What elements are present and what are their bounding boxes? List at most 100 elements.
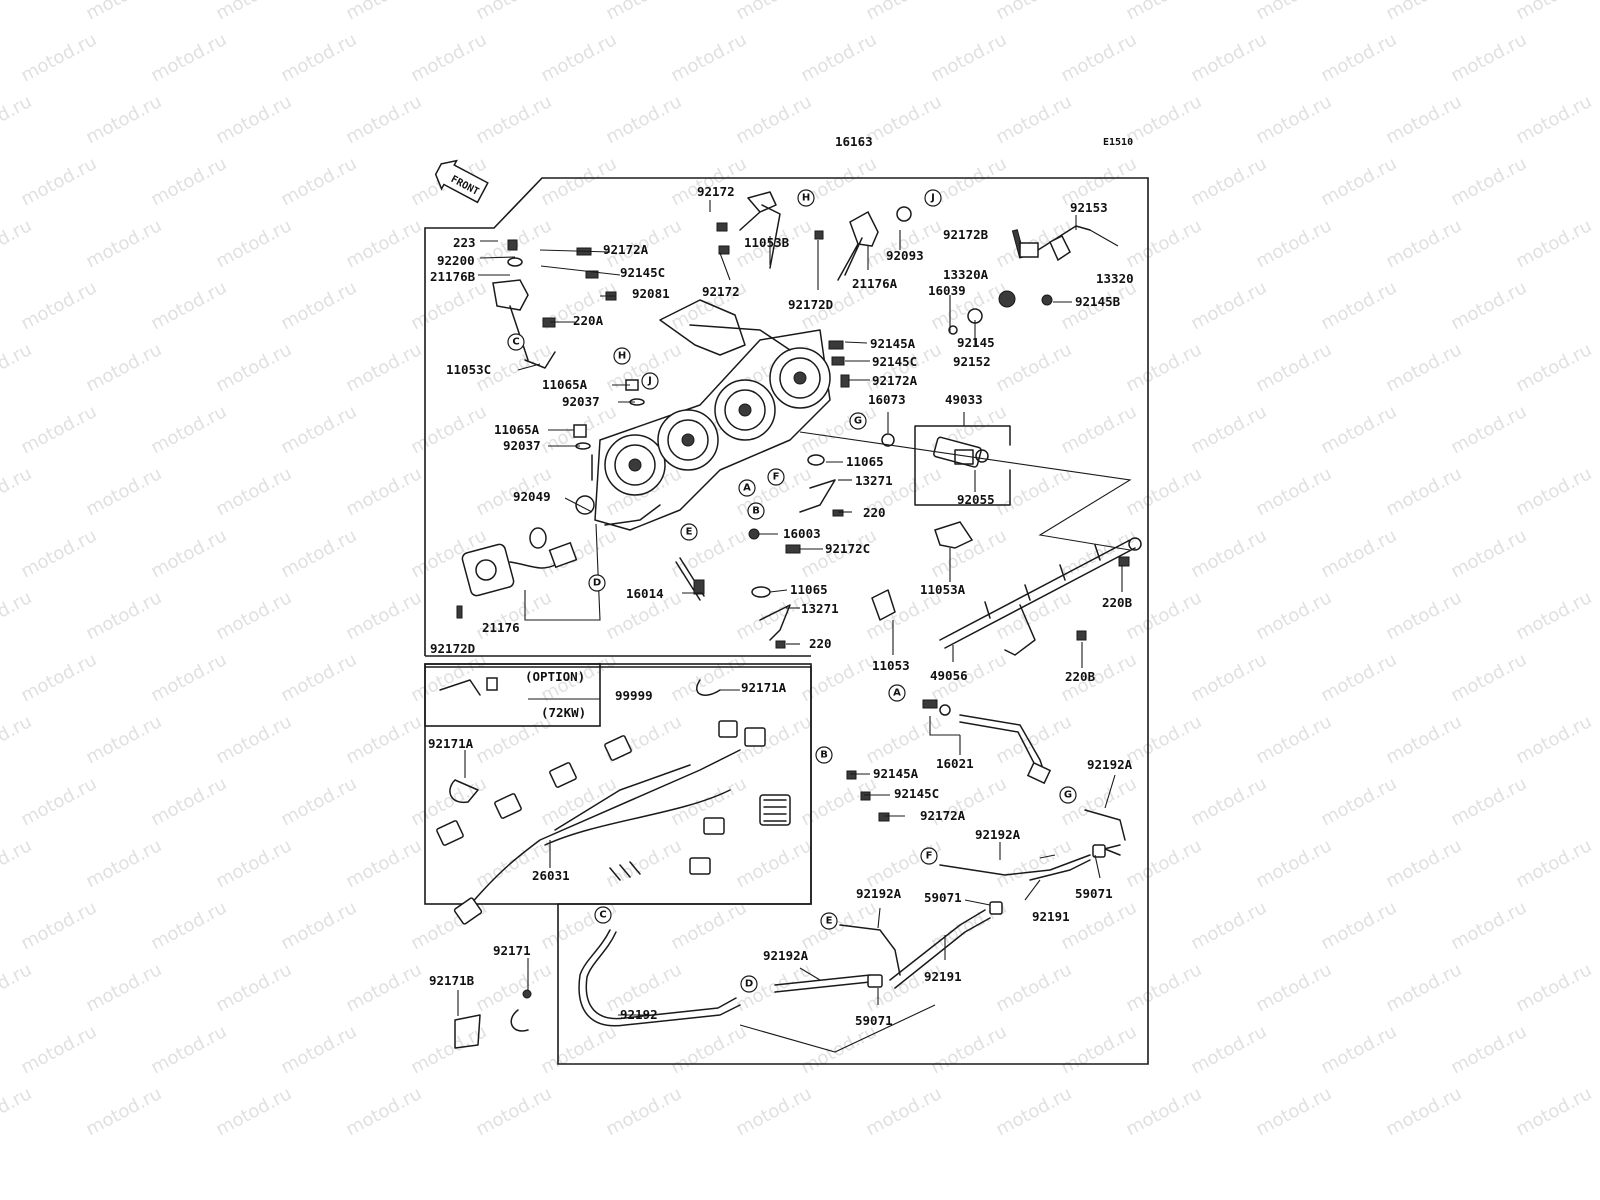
watermark-text: motod.ru	[667, 153, 750, 210]
svg-text:J: J	[930, 193, 935, 204]
watermark-text: motod.ru	[147, 277, 230, 334]
watermark-text: motod.ru	[0, 339, 35, 396]
part-label: 16073	[868, 392, 906, 407]
watermark-text: motod.ru	[342, 463, 425, 520]
watermark-text: motod.ru	[472, 587, 555, 644]
watermark-text: motod.ru	[992, 91, 1075, 148]
watermark-text: motod.ru	[82, 835, 165, 892]
watermark-text: motod.ru	[602, 0, 685, 24]
watermark-text: motod.ru	[277, 773, 360, 830]
watermark-text: motod.ru	[1252, 91, 1335, 148]
callout-g-bottom: G	[1059, 786, 1077, 804]
part-label: 92152	[953, 354, 991, 369]
watermark-text: motod.ru	[732, 91, 815, 148]
watermark-text: motod.ru	[1057, 1021, 1140, 1078]
watermark-text: motod.ru	[212, 0, 295, 24]
sensor-21176B	[492, 239, 556, 369]
watermark-text: motod.ru	[17, 1021, 100, 1078]
watermark-text: motod.ru	[0, 1083, 35, 1140]
watermark-text: motod.ru	[147, 29, 230, 86]
watermark-text: motod.ru	[1382, 711, 1465, 768]
svg-text:C: C	[512, 337, 519, 348]
front-arrow-icon: FRONT	[434, 159, 489, 204]
watermark-text: motod.ru	[797, 401, 880, 458]
watermark-text: motod.ru	[1252, 835, 1335, 892]
callout-g-top: G	[849, 412, 867, 430]
watermark-text: motod.ru	[1057, 897, 1140, 954]
watermark-text: motod.ru	[82, 711, 165, 768]
part-label: 92192A	[856, 886, 902, 901]
callout-c-top: C	[507, 333, 525, 351]
watermark-text: motod.ru	[342, 91, 425, 148]
part-label: 92172D	[430, 641, 475, 656]
watermark-text: motod.ru	[1447, 277, 1530, 334]
watermark-text: motod.ru	[1512, 0, 1595, 24]
watermark-text: motod.ru	[667, 897, 750, 954]
part-label: 92145	[957, 335, 995, 350]
main-frame	[424, 177, 1149, 1065]
watermark-text: motod.ru	[472, 0, 555, 24]
watermark-text: motod.ru	[1122, 215, 1205, 272]
part-label: 26031	[532, 868, 570, 883]
watermark-text: motod.ru	[342, 587, 425, 644]
part-label: 11053A	[920, 582, 966, 597]
watermark-text: motod.ru	[147, 153, 230, 210]
watermark-text: motod.ru	[1447, 153, 1530, 210]
part-label: 92172D	[788, 297, 833, 312]
watermark-text: motod.ru	[1382, 215, 1465, 272]
watermark-text: motod.ru	[1122, 0, 1205, 24]
watermark-text: motod.ru	[1382, 1083, 1465, 1140]
part-label: 92192A	[763, 948, 809, 963]
part-label: 220A	[573, 313, 604, 328]
watermark-text: motod.ru	[407, 277, 490, 334]
part-label: 11065	[846, 454, 884, 469]
callout-d-bottom: D	[740, 975, 758, 993]
diagram-code: E1510	[1103, 137, 1133, 148]
watermark-text: motod.ru	[277, 525, 360, 582]
watermark-text: motod.ru	[277, 29, 360, 86]
watermark-text: motod.ru	[992, 959, 1075, 1016]
part-label: 92191	[1032, 909, 1070, 924]
part-label: 92172B	[943, 227, 989, 242]
part-label: 21176B	[430, 269, 476, 284]
watermark-text: motod.ru	[1187, 153, 1270, 210]
watermark-text: motod.ru	[537, 525, 620, 582]
watermark-text: motod.ru	[17, 277, 100, 334]
part-label: 92192A	[975, 827, 1021, 842]
watermark-text: motod.ru	[0, 215, 35, 272]
part-label: 223	[453, 235, 476, 250]
svg-text:J: J	[647, 376, 652, 387]
watermark-text: motod.ru	[732, 0, 815, 24]
watermark-text: motod.ru	[277, 649, 360, 706]
throttle-sensor-21176	[456, 527, 578, 619]
svg-text:G: G	[854, 416, 862, 427]
watermark-text: motod.ru	[0, 959, 35, 1016]
callout-h-mid: H	[613, 347, 631, 365]
part-label: 92153	[1070, 200, 1108, 215]
part-label: 92172	[702, 284, 740, 299]
part-label: 92172A	[872, 373, 918, 388]
watermark-text: motod.ru	[1512, 463, 1595, 520]
part-label: 16014	[626, 586, 664, 601]
part-label: 92172A	[920, 808, 966, 823]
part-label: 92145A	[870, 336, 916, 351]
watermark-text: motod.ru	[1187, 773, 1270, 830]
part-label: 13271	[855, 473, 893, 488]
watermark-text: motod.ru	[1447, 1021, 1530, 1078]
callout-c-bottom: C	[594, 906, 612, 924]
part-label: 59071	[855, 1013, 893, 1028]
watermark-text: motod.ru	[1252, 1083, 1335, 1140]
part-label: 92171B	[429, 973, 475, 988]
watermark-text: motod.ru	[862, 711, 945, 768]
svg-text:H: H	[802, 193, 810, 204]
part-label: 99999	[615, 688, 653, 703]
watermark-text: motod.ru	[407, 1021, 490, 1078]
part-label: 92145C	[894, 786, 939, 801]
watermark-text: motod.ru	[1512, 587, 1595, 644]
watermark-text: motod.ru	[1447, 525, 1530, 582]
option-label: (OPTION)	[525, 669, 585, 684]
part-label: 92037	[503, 438, 541, 453]
watermark-text: motod.ru	[1122, 835, 1205, 892]
watermark-text: motod.ru	[17, 897, 100, 954]
watermark-text: motod.ru	[1122, 1083, 1205, 1140]
